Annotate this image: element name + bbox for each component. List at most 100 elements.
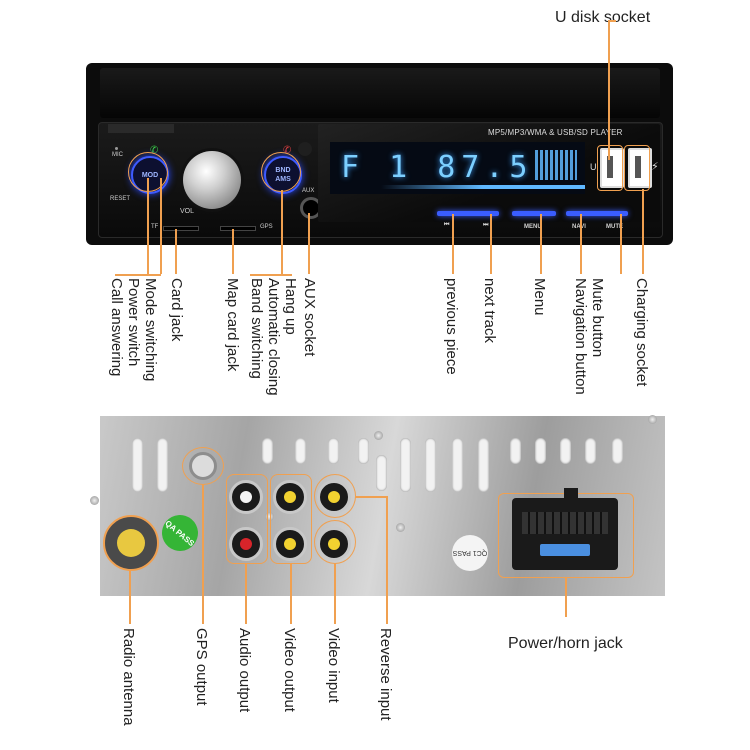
vent-slot bbox=[376, 455, 387, 491]
callout-card-jack bbox=[175, 229, 177, 274]
ring-charging bbox=[624, 145, 650, 191]
label-band-switching: Band switching bbox=[248, 278, 265, 379]
label-mode-switching: Mode switching bbox=[142, 278, 159, 382]
callout-charging bbox=[642, 189, 644, 274]
ring-audio-output bbox=[226, 474, 268, 564]
phone-hangup-icon: ✆ bbox=[283, 145, 292, 156]
lcd-frequency-text: F 1 87.5 bbox=[341, 150, 534, 185]
antenna-core bbox=[117, 529, 145, 557]
label-automatic-closing: Automatic closing bbox=[265, 278, 282, 396]
label-audio-output: Audio output bbox=[236, 628, 253, 713]
screw-right bbox=[648, 415, 657, 424]
callout-u-disk-vertical bbox=[608, 20, 610, 160]
mic-label: MIC bbox=[112, 152, 123, 158]
reset-label: RESET bbox=[110, 196, 131, 202]
video-output-jack-1[interactable] bbox=[273, 480, 307, 514]
vent-slot bbox=[612, 438, 623, 464]
vent-slot bbox=[328, 438, 339, 464]
vent-slot bbox=[400, 438, 411, 492]
label-map-card-jack: Map card jack bbox=[224, 278, 241, 372]
video-output-jack-2[interactable] bbox=[273, 527, 307, 561]
ring-bnd-button bbox=[261, 152, 301, 192]
gps-output-jack[interactable] bbox=[189, 452, 217, 480]
callout-video-input bbox=[334, 563, 336, 624]
gps-card-slot[interactable] bbox=[220, 226, 256, 231]
label-charging-socket: Charging socket bbox=[633, 278, 650, 387]
screw-mid bbox=[396, 523, 405, 532]
callout-audio-output bbox=[245, 563, 247, 624]
radio-antenna-jack[interactable] bbox=[103, 515, 159, 571]
tf-card-slot[interactable] bbox=[163, 226, 199, 231]
qa-sticker-text: QA PASS bbox=[163, 518, 197, 548]
vent-slot bbox=[132, 438, 143, 492]
label-gps-output: GPS output bbox=[193, 628, 210, 706]
callout-menu bbox=[540, 214, 542, 274]
label-u-disk-socket: U disk socket bbox=[555, 9, 651, 26]
qc-pass-sticker: QC1 PASS bbox=[452, 535, 488, 571]
label-reverse-input: Reverse input bbox=[377, 628, 394, 721]
callout-next bbox=[490, 214, 492, 274]
rca-red-core bbox=[240, 538, 252, 550]
vent-slot bbox=[262, 438, 273, 464]
vent-slot bbox=[585, 438, 596, 464]
power-horn-connector[interactable] bbox=[512, 488, 618, 570]
callout-prev bbox=[452, 214, 454, 274]
label-power-horn-jack: Power/horn jack bbox=[508, 635, 623, 652]
vent-slot bbox=[560, 438, 571, 464]
label-video-output: Video output bbox=[281, 628, 298, 712]
callout-mod-bar bbox=[115, 274, 161, 276]
label-previous-piece: previous piece bbox=[443, 278, 460, 375]
audio-output-right-jack[interactable] bbox=[229, 527, 263, 561]
callout-mod-1 bbox=[147, 178, 149, 274]
navi-mute-key[interactable] bbox=[566, 211, 628, 216]
label-group-navi: Navigation button Mute button bbox=[572, 278, 606, 395]
menu-key[interactable] bbox=[512, 211, 556, 216]
vol-label: VOL bbox=[180, 208, 195, 215]
ring-mod-button bbox=[128, 152, 168, 192]
callout-bnd bbox=[281, 190, 283, 274]
label-aux-socket: AUX socket bbox=[301, 278, 318, 357]
menu-key-label: MENU bbox=[524, 224, 542, 230]
rca-yellow-core bbox=[284, 538, 296, 550]
vent-slot bbox=[452, 438, 463, 492]
label-power-switch: Power switch bbox=[125, 278, 142, 367]
ring-u-disk bbox=[597, 145, 623, 191]
gps-label: GPS bbox=[260, 224, 273, 230]
aux-label: AUX bbox=[302, 188, 315, 194]
callout-aux bbox=[308, 213, 310, 274]
label-group-bnd: Band switching Automatic closing Hang up bbox=[248, 278, 299, 396]
prev-key-label: ⏮ bbox=[444, 222, 450, 228]
label-group-mod: Call answering Power switch Mode switchi… bbox=[108, 278, 159, 381]
label-next-track: next track bbox=[481, 278, 498, 344]
label-navigation-button: Navigation button bbox=[572, 278, 589, 395]
rca-yellow-core bbox=[284, 491, 296, 503]
callout-u-disk bbox=[608, 20, 616, 22]
screw-audio bbox=[265, 512, 274, 521]
charging-usb-port[interactable] bbox=[628, 148, 652, 188]
callout-mod-2 bbox=[160, 178, 162, 274]
callout-reverse-input bbox=[386, 496, 388, 624]
lcd-spectrum-bars bbox=[535, 150, 577, 180]
callout-mute bbox=[620, 214, 622, 274]
qc-sticker-text: QC1 PASS bbox=[452, 549, 488, 557]
connector-pins bbox=[522, 512, 608, 534]
volume-knob[interactable] bbox=[183, 151, 241, 209]
reverse-input-jack[interactable] bbox=[317, 480, 351, 514]
callout-navi bbox=[580, 214, 582, 274]
rca-yellow-core bbox=[328, 491, 340, 503]
label-hang-up: Hang up bbox=[282, 278, 299, 335]
lightning-icon: ⚡ bbox=[651, 161, 659, 173]
callout-video-output bbox=[290, 563, 292, 624]
audio-output-left-jack[interactable] bbox=[229, 480, 263, 514]
vent-slot bbox=[535, 438, 546, 464]
navi-key-label: NAVI bbox=[572, 224, 586, 230]
next-key-label: ⏭ bbox=[483, 222, 489, 228]
screw-top bbox=[374, 431, 383, 440]
label-call-answering: Call answering bbox=[108, 278, 125, 377]
label-video-input: Video input bbox=[325, 628, 342, 703]
prev-next-key[interactable] bbox=[437, 211, 499, 216]
video-input-jack[interactable] bbox=[317, 527, 351, 561]
label-menu: Menu bbox=[531, 278, 548, 316]
rca-white-core bbox=[240, 491, 252, 503]
u-disk-usb-port[interactable] bbox=[600, 148, 624, 188]
